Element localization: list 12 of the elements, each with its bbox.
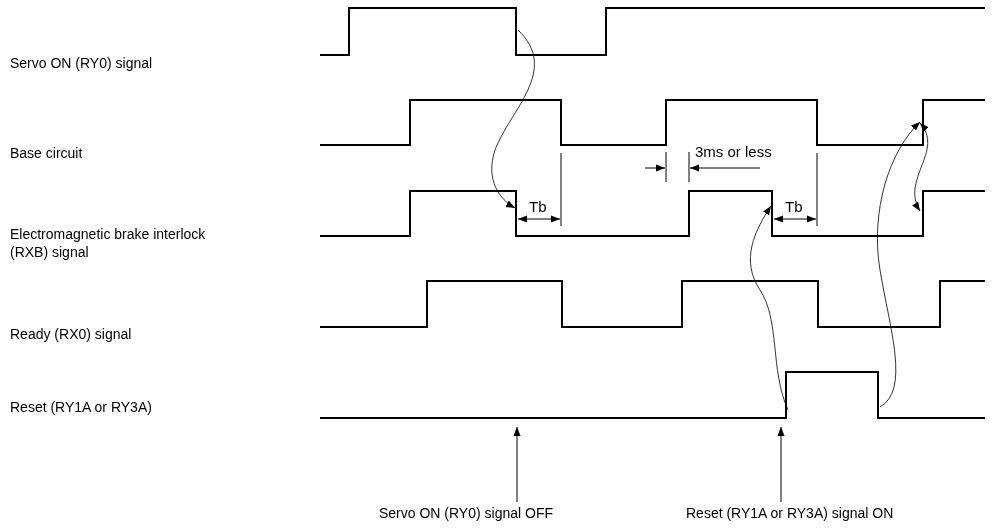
text-label: Base circuit [10, 144, 83, 162]
text-label: Servo ON (RY0) signal [10, 54, 153, 72]
text-label: Ready (RX0) signal [10, 325, 132, 343]
annotation-text: Reset (RY1A or RY3A) signal ON [686, 504, 894, 522]
text-label: Electromagnetic brake interlock (RXB) signal [10, 225, 207, 261]
leader-arrow [777, 426, 785, 503]
text-label: 3ms or less [695, 143, 772, 161]
text-label: Tb [785, 198, 803, 216]
annotation-text: Servo ON (RY0) signal OFF [379, 504, 553, 522]
leader-arrow [513, 426, 521, 503]
text-label: Reset (RY1A or RY3A) [10, 398, 153, 416]
text-label: Tb [529, 198, 547, 216]
